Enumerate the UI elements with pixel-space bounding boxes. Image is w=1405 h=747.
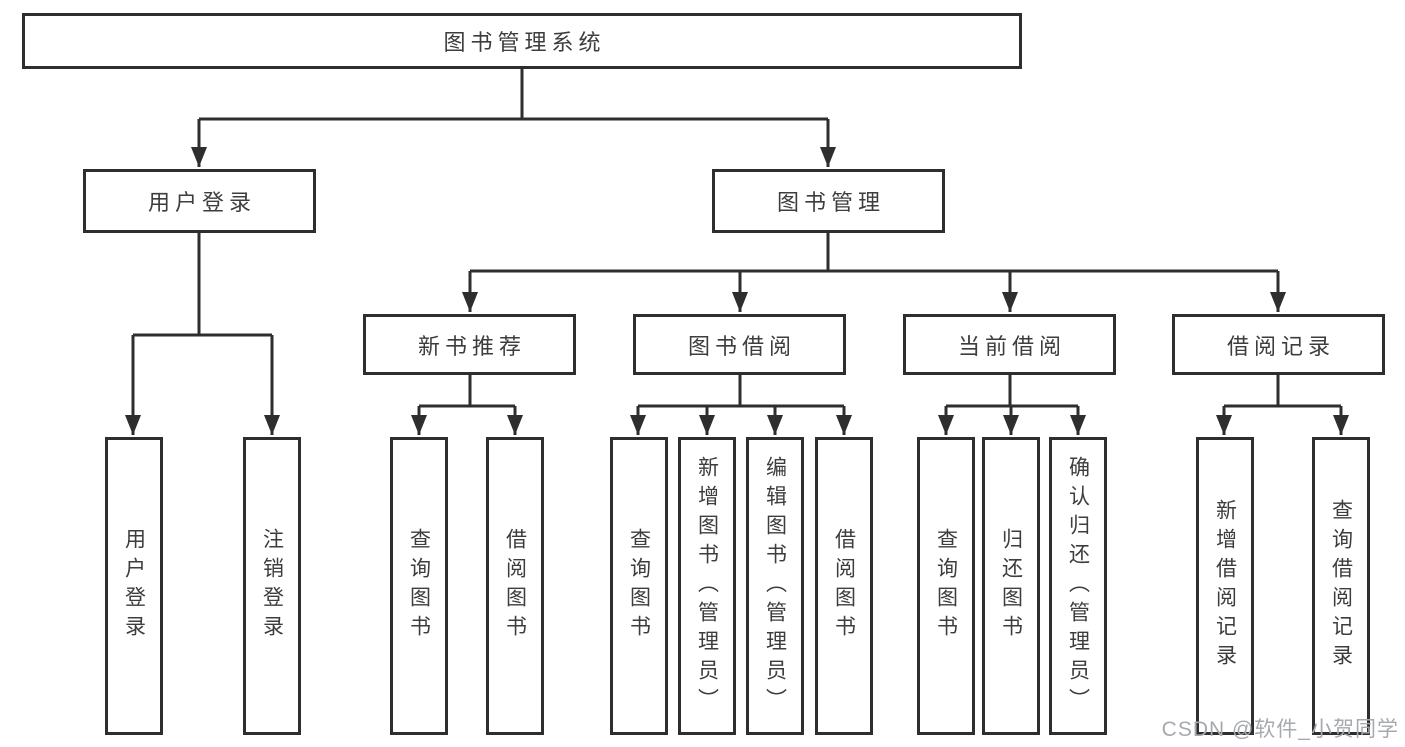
leaf-add-borrow-record: 新增借阅记录: [1196, 437, 1254, 735]
leaf-edit-books-admin: 编辑图书（管理员）: [746, 437, 804, 735]
leaf-logout: 注销登录: [243, 437, 301, 735]
node-library-management-system: 图书管理系统: [22, 13, 1022, 69]
leaf-query-books-borrowing: 查询图书: [610, 437, 668, 735]
node-new-book-recommendation: 新书推荐: [363, 314, 576, 375]
csdn-watermark: CSDN @软件_小贺同学: [1161, 718, 1399, 741]
leaf-borrow-books: 借阅图书: [815, 437, 873, 735]
leaf-query-books-current: 查询图书: [917, 437, 975, 735]
node-user-login: 用户登录: [83, 169, 316, 233]
leaf-query-books-recommend: 查询图书: [390, 437, 448, 735]
leaf-confirm-return-admin: 确认归还（管理员）: [1049, 437, 1107, 735]
tree-skeleton-lines: [133, 68, 1341, 408]
leaf-add-books-admin: 新增图书（管理员）: [678, 437, 736, 735]
node-current-borrowing: 当前借阅: [903, 314, 1116, 375]
node-book-borrowing: 图书借阅: [633, 314, 846, 375]
leaf-user-login: 用户登录: [105, 437, 163, 735]
leaf-query-borrow-record: 查询借阅记录: [1312, 437, 1370, 735]
node-book-management: 图书管理: [712, 169, 945, 233]
leaf-borrow-books-recommend: 借阅图书: [486, 437, 544, 735]
node-borrow-records: 借阅记录: [1172, 314, 1385, 375]
leaf-return-books: 归还图书: [982, 437, 1040, 735]
